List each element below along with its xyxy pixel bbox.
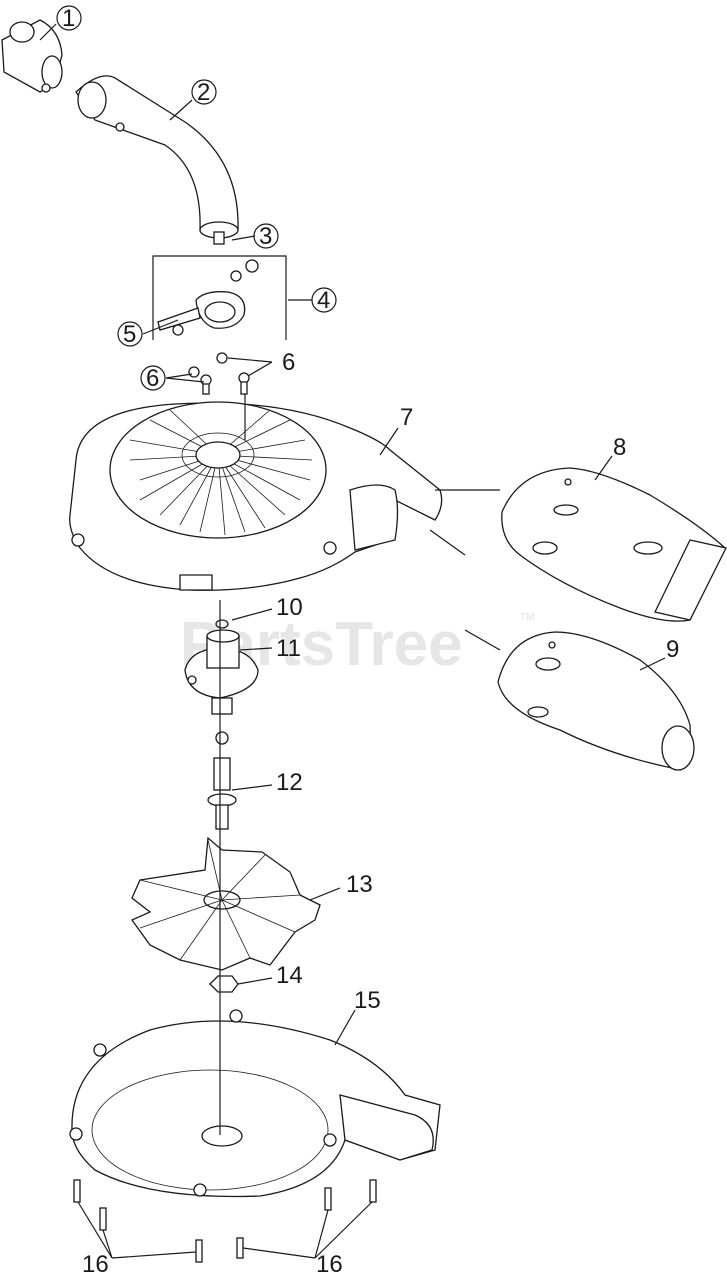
part-2-curved-tube: [75, 75, 239, 245]
callout-circles: [56, 5, 337, 391]
part-11-hub: [184, 629, 259, 715]
callout-6-left: 6: [146, 365, 159, 392]
part-1-tube-end: [1, 19, 63, 93]
callout-13: 13: [346, 871, 373, 898]
part-8-flat-nozzle: [501, 467, 727, 622]
callout-1: 1: [62, 5, 75, 32]
part-15-lower-housing: [69, 1009, 441, 1198]
callout-7: 7: [400, 404, 413, 431]
part-9-round-nozzle: [497, 631, 695, 771]
part-10-ring: [215, 619, 229, 629]
callout-9: 9: [666, 636, 679, 663]
callout-5: 5: [123, 321, 136, 348]
part-4-clamp-assembly: [152, 255, 287, 340]
callout-15: 15: [354, 987, 381, 1014]
callout-12: 12: [276, 769, 303, 796]
callout-16-left: 16: [82, 1251, 109, 1278]
callout-14: 14: [276, 962, 303, 989]
part-16-screws: [73, 1179, 377, 1263]
callout-8: 8: [613, 434, 626, 461]
part-7-upper-housing: [69, 401, 443, 591]
alignment-lines: [429, 489, 501, 651]
callout-16-right: 16: [316, 1251, 343, 1278]
callout-6-right: 6: [282, 349, 295, 376]
callout-4: 4: [317, 287, 330, 314]
callout-11: 11: [276, 635, 301, 662]
leader-lines: [39, 23, 666, 1259]
callout-10: 10: [276, 594, 303, 621]
part-14-nut: [209, 975, 239, 993]
watermark-trademark: TM: [520, 612, 534, 623]
part-12-shaft: [207, 731, 237, 830]
callout-2: 2: [197, 79, 210, 106]
callout-labels: 1 2 3 4 5 6 6 7 8 9 10 11 12 13 14 15 16…: [62, 5, 679, 1278]
part-13-impeller: [131, 836, 321, 971]
callout-3: 3: [259, 223, 272, 250]
